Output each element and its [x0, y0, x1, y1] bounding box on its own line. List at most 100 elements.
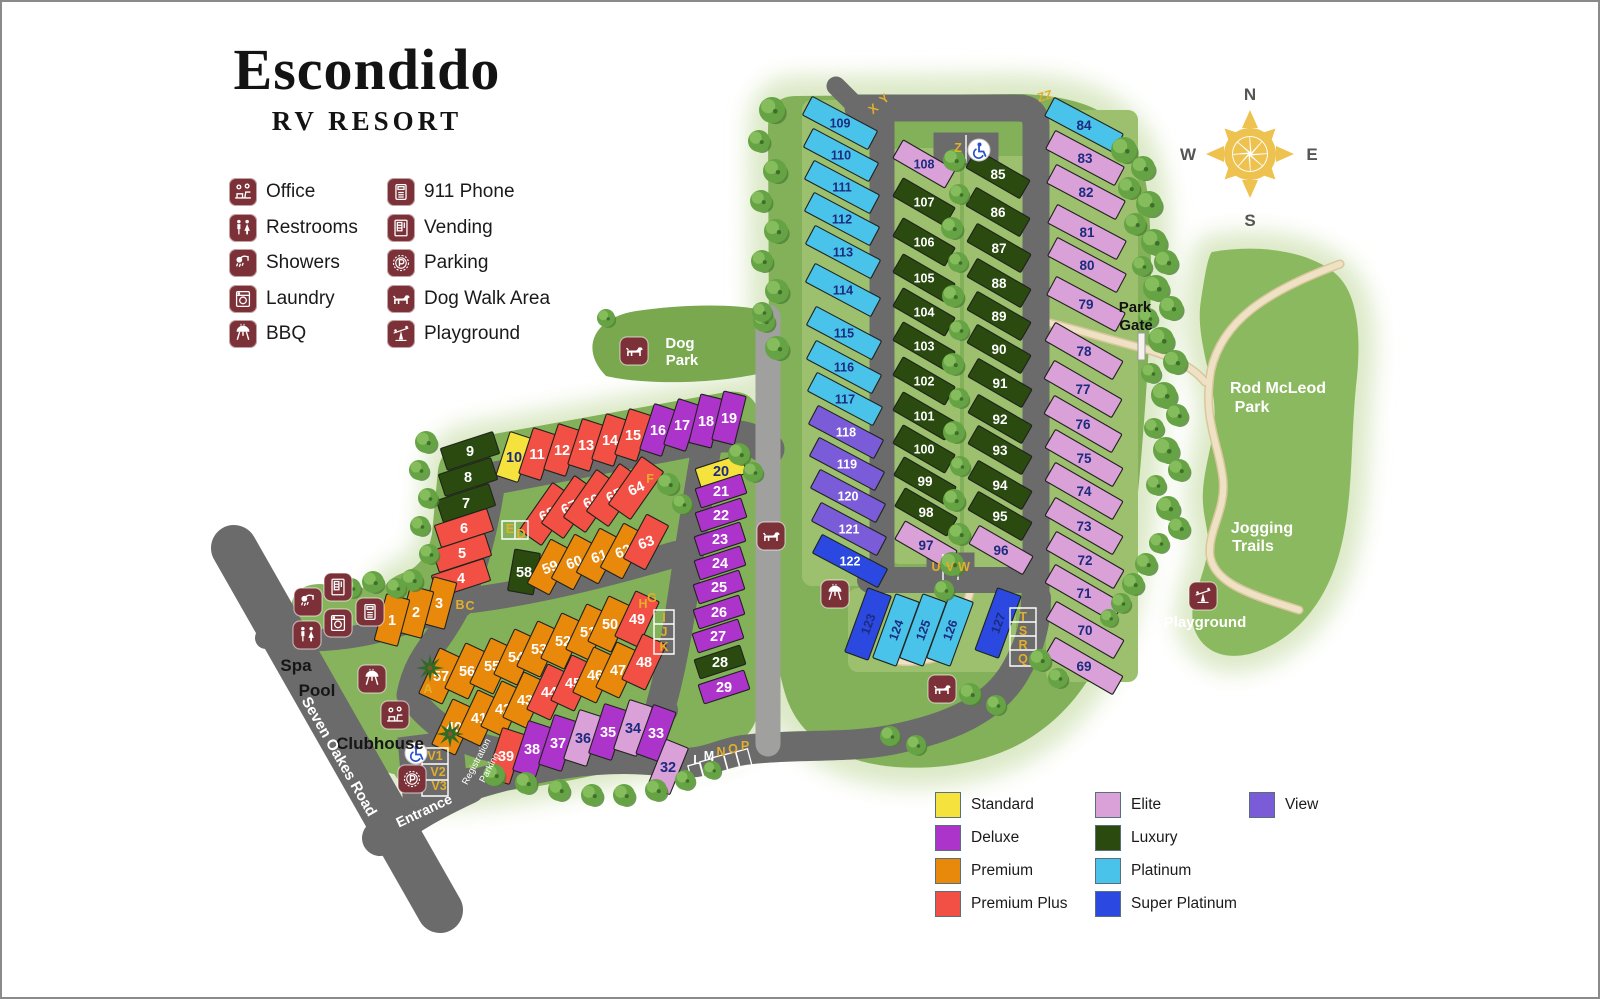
site-number-56: 56	[459, 664, 475, 680]
showers-icon	[229, 249, 257, 277]
site-number-4: 4	[457, 571, 465, 587]
road-marker-R: R	[1018, 638, 1027, 652]
site-73: 73	[1044, 497, 1124, 555]
amenity-legend-label: Vending	[424, 216, 493, 238]
site-95: 95	[967, 491, 1033, 541]
site-93: 93	[967, 425, 1033, 475]
playground-icon	[387, 320, 415, 348]
road-marker-M: M	[704, 749, 714, 763]
site-number-20: 20	[713, 464, 729, 480]
site-17: 17	[663, 398, 701, 452]
site-number-39: 39	[498, 749, 514, 765]
compass-n: N	[1244, 85, 1256, 104]
site-number-119: 119	[837, 458, 857, 472]
category-swatch	[1249, 791, 1275, 818]
site-number-75: 75	[1076, 451, 1092, 466]
site-number-120: 120	[838, 490, 859, 504]
site-number-17: 17	[674, 418, 690, 434]
road-marker-E: E	[506, 522, 514, 536]
site-88: 88	[966, 258, 1032, 308]
road-marker-S: S	[1019, 624, 1027, 638]
site-number-24: 24	[712, 556, 728, 572]
site-78: 78	[1044, 322, 1124, 380]
site-number-85: 85	[990, 167, 1006, 182]
site-number-112: 112	[832, 213, 852, 227]
label-spa: Spa	[280, 656, 312, 675]
site-number-94: 94	[992, 478, 1008, 493]
laundry-icon	[323, 608, 353, 638]
category-swatch	[935, 824, 961, 851]
site-111: 111	[804, 160, 880, 214]
site-92: 92	[967, 394, 1033, 444]
site-number-93: 93	[992, 443, 1008, 458]
road-marker-N: N	[716, 745, 725, 759]
site-100: 100	[892, 424, 956, 474]
site-27: 27	[691, 618, 745, 654]
site-number-6: 6	[460, 521, 468, 537]
site-number-117: 117	[835, 393, 855, 407]
site-number-35: 35	[600, 725, 616, 741]
site-number-47: 47	[610, 663, 626, 679]
site-number-48: 48	[636, 655, 652, 671]
site-number-14: 14	[602, 433, 618, 449]
compass-s: S	[1244, 211, 1255, 230]
road-marker-H: H	[638, 597, 647, 611]
amenity-legend-label: Restrooms	[266, 216, 358, 238]
site-19: 19	[711, 390, 747, 446]
road-marker-G: G	[647, 591, 657, 605]
office-icon	[380, 700, 410, 730]
sites: 9876543211011121314151617181968676665645…	[373, 96, 1127, 795]
category-swatch	[935, 857, 961, 884]
category-legend-item-premium-plus: Premium Plus	[935, 890, 1067, 917]
site-number-124: 124	[886, 618, 906, 642]
site-114: 114	[805, 263, 881, 317]
site-47: 47	[595, 641, 641, 699]
site-number-81: 81	[1079, 225, 1095, 240]
dog-icon	[927, 674, 957, 704]
amenity-legend-item-dog-walk-area: Dog Walk Area	[387, 284, 550, 313]
site-96: 96	[968, 525, 1034, 575]
dog-icon	[387, 284, 415, 313]
site-number-97: 97	[918, 538, 933, 553]
site-76: 76	[1043, 395, 1123, 453]
site-83: 83	[1045, 130, 1125, 186]
amenity-legend-label: Office	[266, 181, 316, 202]
category-label: Deluxe	[971, 828, 1020, 846]
site-number-3: 3	[435, 596, 443, 612]
site-16: 16	[639, 403, 677, 457]
site-number-9: 9	[466, 444, 474, 460]
site-number-21: 21	[713, 484, 729, 500]
bbq-icon	[357, 664, 387, 694]
site-number-99: 99	[917, 474, 932, 489]
road-marker-B: B	[455, 598, 464, 612]
bbq-icon	[229, 320, 257, 348]
site-number-123: 123	[858, 612, 878, 636]
site-number-78: 78	[1076, 344, 1092, 359]
restrooms-icon	[229, 213, 257, 242]
site-number-89: 89	[991, 309, 1006, 324]
handicap-icon	[404, 741, 428, 765]
site-80: 80	[1047, 237, 1127, 293]
amenity-legend-item-911-phone: 911 Phone	[387, 178, 550, 206]
site-number-109: 109	[830, 117, 851, 131]
park-gate-marker	[1137, 332, 1146, 361]
category-swatch	[1095, 791, 1121, 818]
site-number-114: 114	[833, 284, 853, 298]
site-number-90: 90	[991, 342, 1006, 357]
category-legend-col3: View	[1249, 791, 1318, 824]
site-113: 113	[805, 225, 881, 279]
bbq-icon	[820, 579, 850, 609]
site-number-32: 32	[660, 760, 676, 776]
site-110: 110	[803, 128, 879, 182]
amenity-legend-label: Showers	[266, 252, 340, 273]
site-82: 82	[1046, 164, 1126, 220]
category-swatch	[935, 791, 961, 818]
amenity-legend-item-restrooms: Restrooms	[229, 213, 358, 242]
label-playground: Playground	[1164, 614, 1247, 631]
site-11: 11	[518, 427, 556, 481]
site-number-38: 38	[524, 742, 540, 758]
site-number-36: 36	[575, 731, 591, 747]
site-number-7: 7	[462, 496, 470, 512]
